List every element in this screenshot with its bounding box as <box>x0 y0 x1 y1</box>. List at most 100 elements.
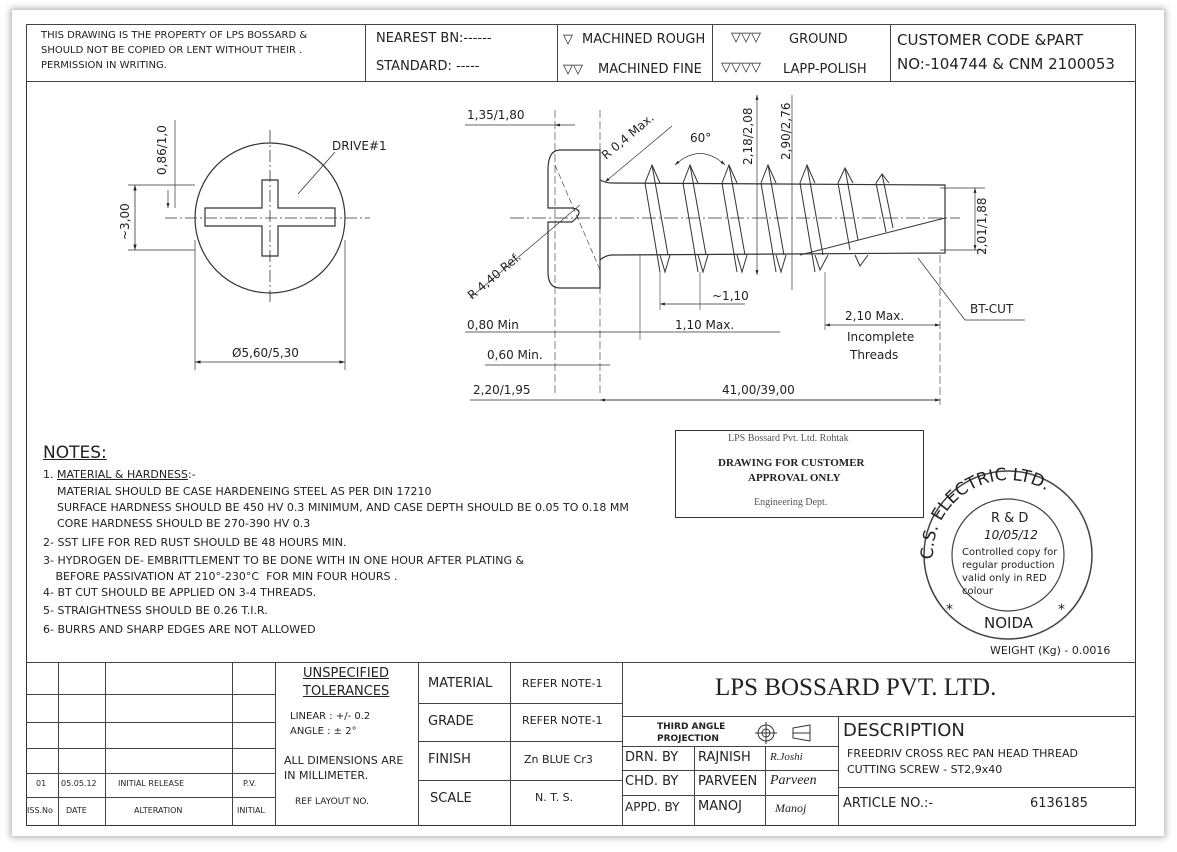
head-radius-dim: R 4,40 Ref. <box>465 250 524 303</box>
fillet-radius-dim: R 0,4 Max. <box>599 111 657 163</box>
approved-by-signature: Manoj <box>775 801 807 815</box>
seal-star-icon: * <box>946 602 953 618</box>
bt-cut-label: BT-CUT <box>970 302 1014 316</box>
recess-depth-dim: 0,86/1,0 <box>155 125 169 175</box>
note-line: 3- HYDROGEN DE- EMBRITTLEMENT TO BE DONE… <box>43 554 525 567</box>
ref-layout: REF LAYOUT NO. <box>295 797 370 807</box>
standard: STANDARD: ----- <box>376 59 480 74</box>
drive-label: DRIVE#1 <box>332 139 387 153</box>
checked-by-label: CHD. BY <box>625 774 679 789</box>
min-060-dim: 0,60 Min. <box>487 348 543 362</box>
stamp-dept: Engineering Dept. <box>754 497 828 508</box>
checked-by-name: PARVEEN <box>698 774 758 789</box>
description-line: FREEDRIV CROSS REC PAN HEAD THREAD <box>847 747 1078 760</box>
notice-line: SHOULD NOT BE COPIED OR LENT WITHOUT THE… <box>41 45 303 56</box>
head-height-dim: 1,35/1,80 <box>467 108 524 122</box>
units-note: ALL DIMENSIONS ARE <box>284 754 404 767</box>
note-suffix: :- <box>188 468 196 481</box>
projection-label: PROJECTION <box>657 734 719 744</box>
lapp-polish-symbol: ▽▽▽▽ <box>721 60 761 75</box>
notes-title: NOTES: <box>43 443 107 463</box>
note-line: BEFORE PASSIVATION AT 210°-230°C FOR MIN… <box>45 570 398 583</box>
seal-city: NOIDA <box>984 614 1034 632</box>
drawn-by-signature: R.Joshi <box>770 751 803 763</box>
pitch-dim: ~1,10 <box>712 289 749 303</box>
finish-value: Zn BLUE Cr3 <box>524 753 593 766</box>
note-line: CORE HARDNESS SHOULD BE 270-390 HV 0.3 <box>57 517 311 530</box>
linear-tolerance: LINEAR : +/- 0.2 <box>290 711 371 722</box>
notice-line: THIS DRAWING IS THE PROPERTY OF LPS BOSS… <box>41 30 308 41</box>
screw-head <box>547 149 601 289</box>
company-name: LPS BOSSARD PVT. LTD. <box>715 674 997 701</box>
thread-angle-dim: 60° <box>690 131 711 145</box>
seal-inner-line: Controlled copy for <box>962 547 1058 558</box>
nearest-bn: NEAREST BN:------ <box>376 31 492 46</box>
minor-diameter-dim: 2,18/2,08 <box>741 108 755 165</box>
surface-finish-cell: ▽ MACHINED ROUGH ▽▽ MACHINED FINE <box>557 24 713 82</box>
article-label: ARTICLE NO.:- <box>843 796 934 811</box>
grade-value: REFER NOTE-1 <box>522 714 603 727</box>
front-view <box>128 120 370 370</box>
side-view <box>465 95 1025 405</box>
length-dim: 41,00/39,00 <box>722 383 795 397</box>
company-seal: C.S. ELECTRIC LTD. R & D 10/05/12 Contro… <box>918 465 1093 640</box>
finish-label: FINISH <box>428 752 471 767</box>
tip-diameter-dim: 2,01/1,88 <box>975 198 989 255</box>
machined-rough-label: MACHINED ROUGH <box>582 32 706 47</box>
tolerances-title: TOLERANCES <box>303 684 390 699</box>
drawn-by-label: DRN. BY <box>625 750 679 765</box>
header-alteration: ALTERATION <box>134 806 183 815</box>
incomplete-length-dim: 2,10 Max. <box>845 309 904 323</box>
note-line: 4- BT CUT SHOULD BE APPLIED ON 3-4 THREA… <box>43 586 317 599</box>
machined-fine-symbol: ▽▽ <box>563 62 583 77</box>
seal-date-signature: 10/05/12 <box>984 528 1038 542</box>
seal-ring-text: C.S. ELECTRIC LTD. <box>918 465 1054 560</box>
standard-cell: NEAREST BN:------ STANDARD: ----- <box>365 24 558 82</box>
note-heading: MATERIAL & HARDNESS <box>57 468 188 481</box>
machined-fine-label: MACHINED FINE <box>598 62 702 77</box>
checked-by-signature: Parveen <box>770 773 817 788</box>
ground-label: GROUND <box>789 32 848 47</box>
header-initial: INITIAL <box>237 806 265 815</box>
incomplete-threads-label: Incomplete <box>847 330 914 344</box>
material-label: MATERIAL <box>428 676 493 691</box>
grade-label: GRADE <box>428 714 474 729</box>
revision-date: 05.05.12 <box>61 779 97 788</box>
note-line: MATERIAL SHOULD BE CASE HARDENEING STEEL… <box>57 485 432 498</box>
description-title: DESCRIPTION <box>843 720 965 741</box>
seal-inner-line: valid only in RED <box>962 573 1047 584</box>
lapp-polish-label: LAPP-POLISH <box>783 62 867 77</box>
tolerances-title: UNSPECIFIED <box>303 666 389 681</box>
approved-by-label: APPD. BY <box>625 800 680 814</box>
units-note: IN MILLIMETER. <box>284 769 369 782</box>
customer-part-no: NO:-104744 & CNM 2100053 <box>897 55 1115 73</box>
scale-label: SCALE <box>430 791 472 806</box>
head-diameter-dim: Ø5,60/5,30 <box>232 346 299 360</box>
drawn-by-name: RAJNISH <box>698 750 751 765</box>
max-110-dim: 1,10 Max. <box>675 318 734 332</box>
incomplete-threads-label: Threads <box>849 348 898 362</box>
material-value: REFER NOTE-1 <box>522 677 603 690</box>
header-date: DATE <box>66 806 87 815</box>
ground-symbol: ▽▽▽ <box>731 30 761 45</box>
major-diameter-dim: 2,90/2,76 <box>779 103 793 160</box>
drawing-sheet <box>12 10 1164 836</box>
angle-tolerance: ANGLE : ± 2° <box>290 726 357 737</box>
approval-stamp: LPS Bossard Pvt. Ltd. Rohtak DRAWING FOR… <box>675 430 924 518</box>
note-number: 1. <box>43 468 54 481</box>
description-line: CUTTING SCREW - ST2,9x40 <box>847 763 1003 776</box>
customer-code-cell: CUSTOMER CODE &PART NO:-104744 & CNM 210… <box>890 24 1136 82</box>
seal-star-icon: * <box>1058 602 1065 618</box>
customer-code-label: CUSTOMER CODE &PART <box>897 31 1084 49</box>
screw-shank <box>599 179 946 261</box>
article-number: 6136185 <box>1030 796 1088 811</box>
surface-finish-cell-2: ▽▽▽ GROUND ▽▽▽▽ LAPP-POLISH <box>712 24 891 82</box>
note-line: SURFACE HARDNESS SHOULD BE 450 HV 0.3 MI… <box>57 501 629 514</box>
seal-dept: R & D <box>991 511 1028 526</box>
header-iss: ISS.No <box>27 806 53 815</box>
machined-rough-symbol: ▽ <box>563 32 573 47</box>
revision-initial: P.V. <box>243 779 257 788</box>
weight: WEIGHT (Kg) - 0.0016 <box>990 644 1111 657</box>
note-line: 6- BURRS AND SHARP EDGES ARE NOT ALLOWED <box>43 623 316 636</box>
